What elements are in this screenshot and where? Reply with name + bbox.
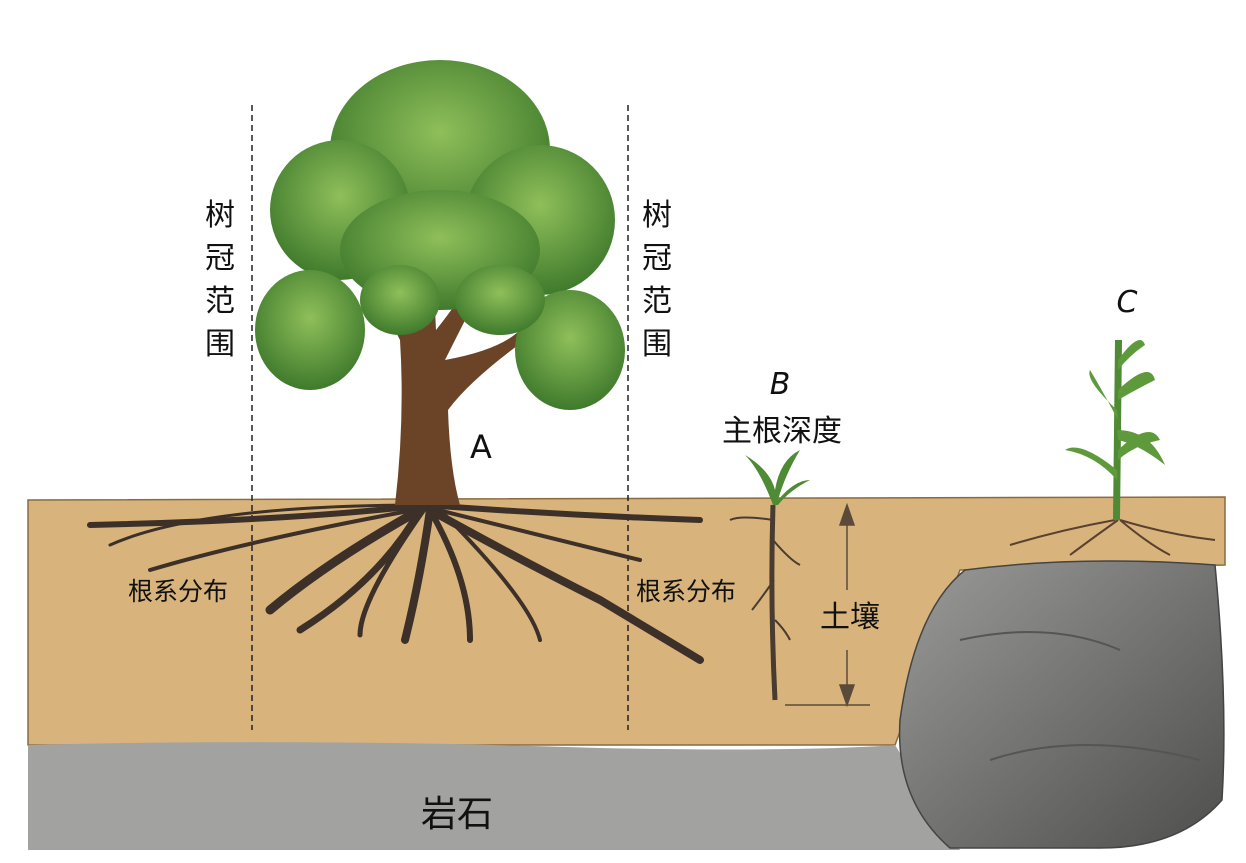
tree-roots — [87, 502, 704, 664]
label-char: 树 — [205, 198, 235, 233]
soil-label: 土壤 — [820, 600, 880, 635]
label-char: 围 — [642, 327, 672, 362]
taproot-depth-label: 主根深度 — [722, 414, 842, 449]
plant-c — [1009, 340, 1216, 556]
root-spread-label-left: 根系分布 — [128, 577, 228, 606]
label-char: 围 — [205, 327, 235, 362]
label-char: 范 — [205, 284, 235, 319]
tree-a-label: A — [470, 428, 492, 466]
tree-canopy — [255, 60, 625, 410]
plant-b-label: B — [770, 367, 791, 402]
taproot-depth-arrow — [785, 502, 870, 708]
label-char: 冠 — [642, 241, 672, 276]
label-char: 树 — [642, 198, 672, 233]
rock-label: 岩石 — [421, 794, 493, 835]
canopy-range-label-right: 树 冠 范 围 — [642, 198, 672, 362]
label-char: 范 — [642, 284, 672, 319]
canopy-range-label-left: 树 冠 范 围 — [205, 198, 235, 362]
boulder — [898, 560, 1225, 849]
bedrock-layer — [28, 742, 960, 850]
root-spread-label-right: 根系分布 — [636, 577, 736, 606]
plant-b — [729, 450, 810, 701]
plant-c-label: C — [1117, 285, 1138, 320]
tree-a — [87, 60, 704, 664]
label-char: 冠 — [205, 241, 235, 276]
